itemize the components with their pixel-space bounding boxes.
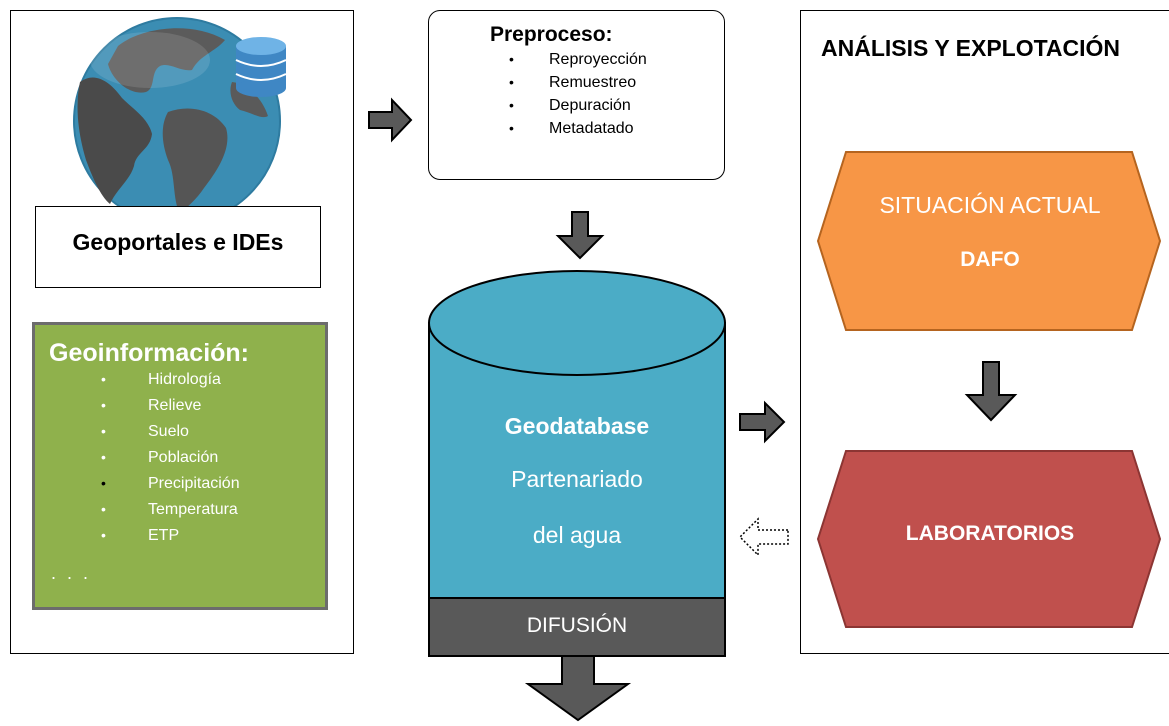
geoportales-box: Geoportales e IDEs <box>35 206 321 288</box>
bullet: • <box>101 501 106 517</box>
geoinfo-item-label: Precipitación <box>148 475 240 492</box>
arrow-right-to-preproceso <box>368 97 413 143</box>
geodatabase-title: Geodatabase <box>504 413 650 439</box>
preproceso-box: Preproceso: • Reproyección • Remuestreo … <box>428 10 725 180</box>
situacion-label: SITUACIÓN ACTUAL <box>879 192 1101 218</box>
difusion-label: DIFUSIÓN <box>526 614 628 637</box>
geoinformacion-title: Geoinformación: <box>49 339 250 367</box>
laboratorios-hexagon <box>816 450 1162 628</box>
analysis-title: ANÁLISIS Y EXPLOTACIÓN <box>821 35 1121 61</box>
preproceso-title: Preproceso: <box>490 23 613 46</box>
situacion-hexagon <box>816 151 1162 331</box>
arrow-right-to-analysis <box>739 400 786 444</box>
bullet: • <box>509 51 514 67</box>
preproceso-item-label: Remuestreo <box>549 74 637 91</box>
bullet: • <box>101 449 106 465</box>
arrow-down-dafo-to-labs <box>964 361 1018 422</box>
arrow-down-difusion <box>524 655 632 722</box>
database-icon <box>235 37 287 97</box>
geoinfo-item-label: Población <box>148 449 219 466</box>
laboratorios-label: LABORATORIOS <box>905 522 1075 545</box>
left-panel <box>10 10 354 654</box>
bullet: • <box>509 74 514 90</box>
bullet: • <box>101 371 106 387</box>
preproceso-item-label: Reproyección <box>549 51 647 68</box>
right-panel: ANÁLISIS Y EXPLOTACIÓN <box>800 10 1169 654</box>
geodatabase-line2: del agua <box>532 522 622 548</box>
preproceso-item-label: Depuración <box>549 97 631 114</box>
dafo-label: DAFO <box>960 248 1020 271</box>
bullet: • <box>101 397 106 413</box>
globe-icon <box>73 17 281 225</box>
bullet: • <box>101 527 106 543</box>
geodatabase-cylinder <box>428 270 726 657</box>
bullet: • <box>509 97 514 113</box>
geodatabase-line1: Partenariado <box>511 466 643 492</box>
geoinfo-ellipsis: . . . <box>51 563 92 583</box>
bullet: • <box>101 475 106 491</box>
geoinfo-item-label: Suelo <box>148 423 189 440</box>
geoinfo-item-label: ETP <box>148 527 180 544</box>
geoinfo-item-label: Relieve <box>148 397 202 414</box>
geoinformacion-box: Geoinformación: • Hidrología • Relieve •… <box>32 322 328 610</box>
preproceso-item-label: Metadatado <box>549 120 634 137</box>
geoinfo-item-label: Hidrología <box>148 371 221 388</box>
geoportales-label: Geoportales e IDEs <box>72 229 284 255</box>
geoinfo-item-label: Temperatura <box>148 501 238 518</box>
bullet: • <box>509 120 514 136</box>
arrow-left-dotted-feedback <box>738 517 789 557</box>
arrow-down-to-database <box>555 211 605 260</box>
bullet: • <box>101 423 106 439</box>
